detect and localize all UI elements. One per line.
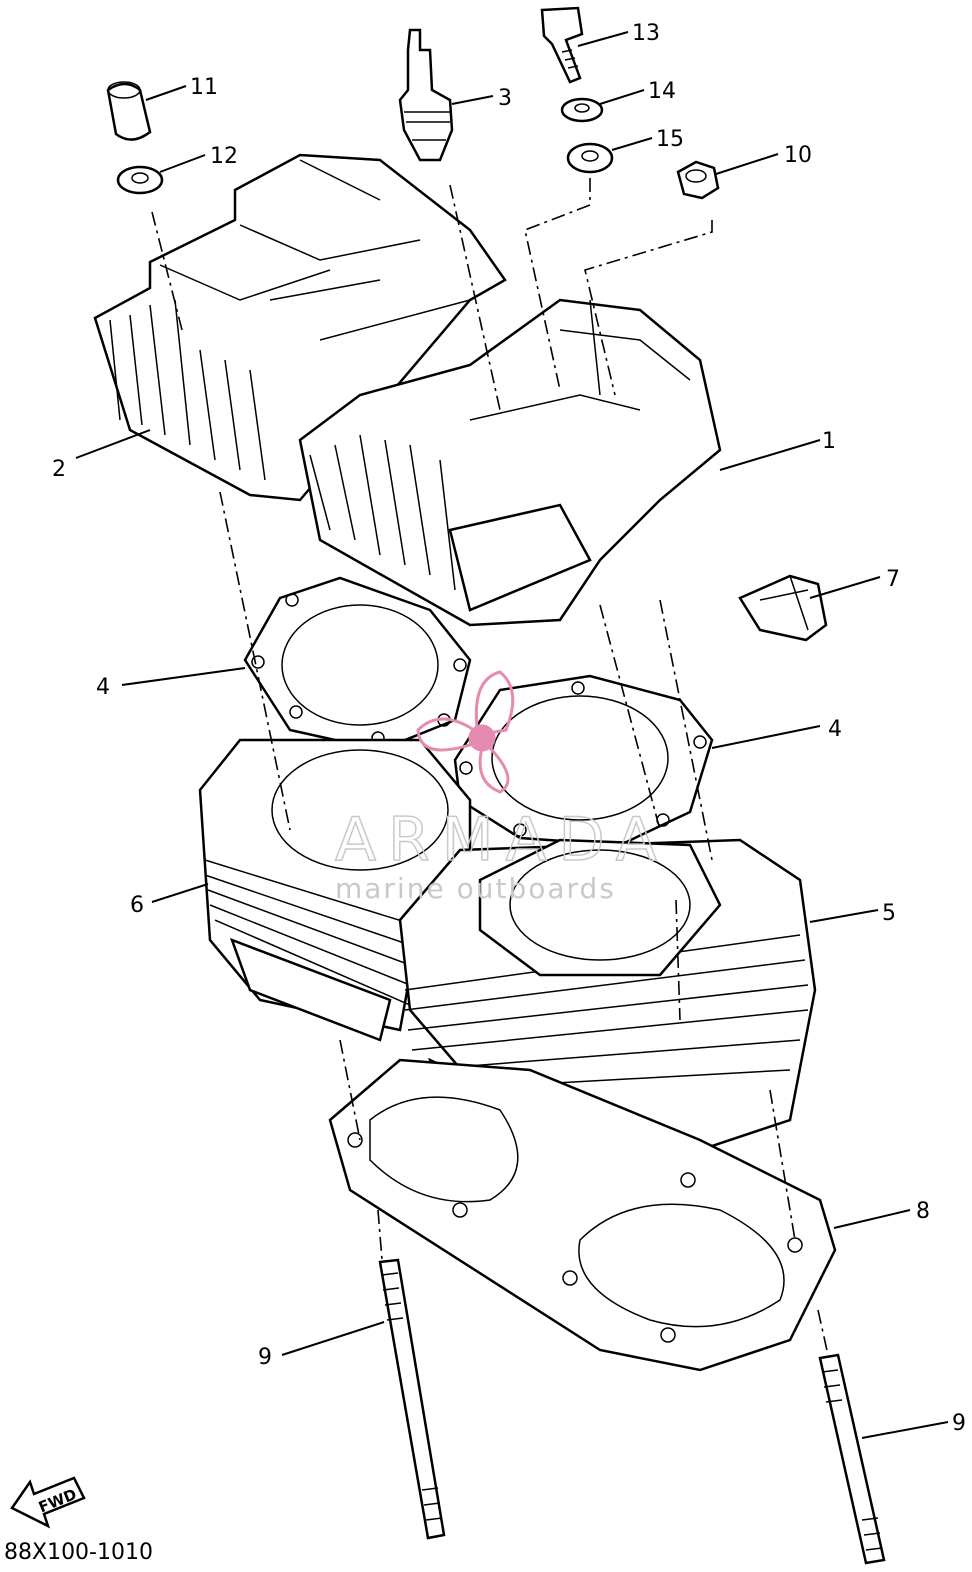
callout-9b: 9 — [952, 1411, 966, 1436]
cylinder-gasket-4-right — [453, 674, 714, 863]
callout-8: 8 — [916, 1199, 930, 1224]
cylinder-head-2 — [93, 153, 507, 502]
cylinder-block-6 — [198, 738, 472, 1042]
armada-propeller-logo — [416, 670, 515, 794]
callout-2: 2 — [52, 457, 66, 482]
washer-12 — [116, 165, 164, 195]
washer-15 — [566, 142, 614, 174]
fwd-arrow-icon: FWD — [10, 1476, 86, 1529]
callout-7: 7 — [886, 567, 900, 592]
callout-1: 1 — [822, 429, 836, 454]
watermark-tagline: marine outboards — [335, 872, 616, 905]
callout-10: 10 — [784, 143, 812, 168]
callout-11: 11 — [190, 75, 218, 100]
bracket-7 — [738, 574, 828, 642]
callout-13: 13 — [632, 21, 660, 46]
callout-numbers: 1 2 3 4 4 5 6 7 8 9 9 10 11 12 13 14 15 — [52, 21, 966, 1436]
callout-14: 14 — [648, 79, 676, 104]
stud-9-left — [378, 1258, 446, 1540]
callout-9a: 9 — [258, 1345, 272, 1370]
assembly-lines — [151, 178, 829, 1356]
stud-9-right — [818, 1353, 886, 1565]
watermark: ARMADA marine outboards — [334, 670, 669, 905]
cylinder-gasket-4-left — [243, 576, 472, 752]
leader-lines — [75, 31, 949, 1439]
sleeve-11 — [106, 81, 152, 141]
base-gasket-8 — [328, 1058, 837, 1372]
callout-15: 15 — [656, 127, 684, 152]
diagram-caption: 88X100-1010 — [4, 1540, 153, 1565]
callout-12: 12 — [210, 144, 238, 169]
watermark-brand: ARMADA — [335, 805, 669, 875]
callout-4b: 4 — [828, 717, 842, 742]
spark-plug-3 — [398, 28, 454, 162]
callout-4a: 4 — [96, 675, 110, 700]
callout-3: 3 — [498, 86, 512, 111]
nut-10 — [676, 160, 720, 200]
cylinder-head-1 — [298, 298, 722, 627]
bolt-13 — [540, 6, 584, 84]
callout-5: 5 — [882, 901, 896, 926]
callout-6: 6 — [130, 893, 144, 918]
spring-washer-14 — [560, 97, 604, 123]
